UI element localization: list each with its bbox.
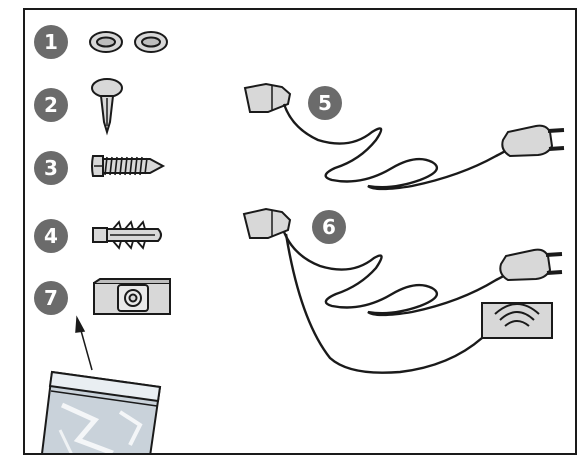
bracket-icon <box>93 278 171 315</box>
plastic-bag-icon <box>41 370 162 453</box>
part-number-badge: 2 <box>34 88 68 122</box>
screw-icon <box>91 155 166 177</box>
push-rivet-icon <box>91 78 123 136</box>
part-number-badge: 6 <box>312 210 346 244</box>
part-number-badge: 4 <box>34 219 68 253</box>
arrow-icon <box>75 315 93 371</box>
part-number-badge: 5 <box>308 86 342 120</box>
power-cord-icon <box>243 82 565 191</box>
part-number-badge: 1 <box>34 25 68 59</box>
part-number-badge: 7 <box>34 281 68 315</box>
part-number-badge: 3 <box>34 151 68 185</box>
wall-plug-icon <box>92 220 162 250</box>
washers-icon <box>89 31 168 53</box>
power-cord-with-adapter-icon <box>242 207 563 374</box>
